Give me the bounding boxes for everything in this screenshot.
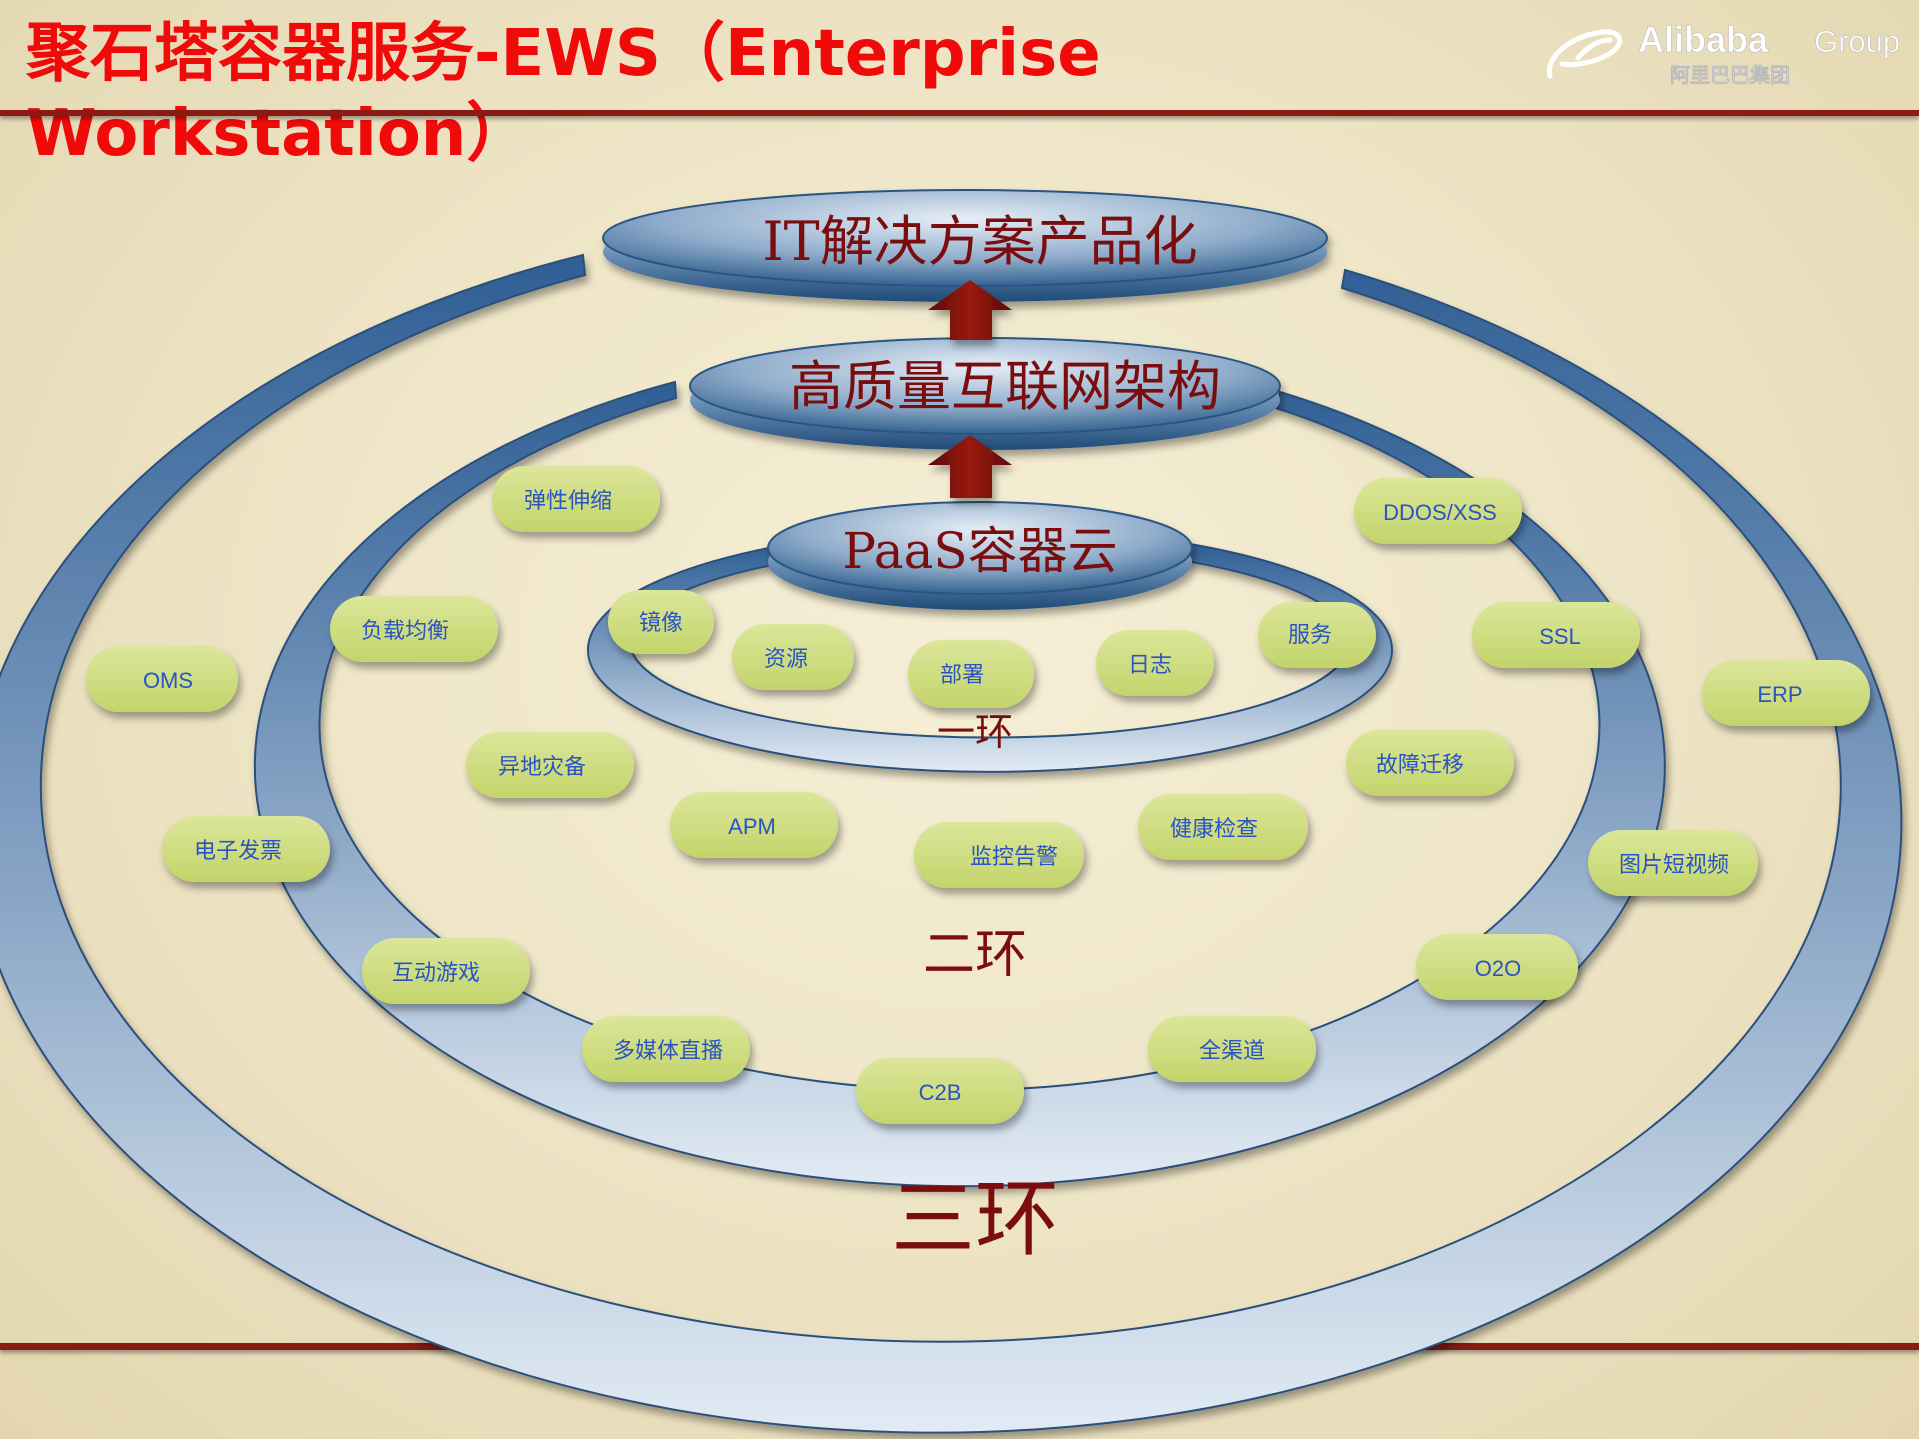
svg-text:弹性伸缩: 弹性伸缩 [524, 488, 612, 513]
svg-text:故障迁移: 故障迁移 [1376, 752, 1464, 777]
ring3-item: 全渠道 [1148, 1016, 1316, 1082]
ring1-item: 日志 [1096, 630, 1214, 696]
ring2-item: SSL [1472, 602, 1640, 668]
svg-text:全渠道: 全渠道 [1199, 1038, 1265, 1063]
header-divider [0, 110, 1919, 116]
ring2-item: 负载均衡 [330, 596, 498, 662]
svg-text:日志: 日志 [1128, 652, 1172, 677]
paas-label: PaaS容器云 [842, 522, 1117, 580]
ring2-item: 故障迁移 [1346, 730, 1514, 796]
ring-3 [0, 253, 1903, 1434]
solution-disc: IT解决方案产品化 [602, 189, 1328, 302]
svg-text:DDOS/XSS: DDOS/XSS [1383, 500, 1497, 525]
ring3-item: ERP [1702, 660, 1870, 726]
svg-text:服务: 服务 [1288, 622, 1332, 647]
arrow-up-icon [928, 435, 1012, 498]
ring-2-label: 二环 [923, 925, 1027, 985]
svg-text:资源: 资源 [764, 646, 808, 671]
svg-text:OMS: OMS [143, 668, 193, 693]
svg-text:健康检查: 健康检查 [1170, 816, 1258, 841]
svg-text:部署: 部署 [940, 662, 984, 687]
svg-text:互动游戏: 互动游戏 [392, 960, 480, 985]
svg-text:负载均衡: 负载均衡 [361, 618, 449, 643]
ring3-item: 电子发票 [162, 816, 330, 882]
svg-text:监控告警: 监控告警 [970, 844, 1058, 869]
ring1-item: 镜像 [608, 590, 714, 654]
ring1-item: 资源 [732, 624, 854, 690]
ring2-item: 健康检查 [1138, 794, 1308, 860]
paas-disc: PaaS容器云 [767, 501, 1193, 610]
ring-3-label: 三环 [891, 1170, 1059, 1268]
svg-text:SSL: SSL [1539, 624, 1581, 649]
ring3-item: OMS [86, 646, 238, 712]
ring3-items: OMS 电子发票 互动游戏 多媒体直播 C2B 全渠道 O2O 图片短视频 [86, 646, 1870, 1124]
ring3-item: C2B [856, 1058, 1024, 1124]
architecture-disc: 高质量互联网架构 [689, 337, 1281, 450]
ring2-item: 异地灾备 [466, 732, 634, 798]
ring1-item: 服务 [1258, 602, 1376, 668]
ring1-item: 部署 [908, 640, 1034, 708]
ring2-items: 弹性伸缩 负载均衡 异地灾备 APM 监控告警 健康检查 故障迁移 SSL [330, 466, 1640, 888]
svg-text:多媒体直播: 多媒体直播 [613, 1038, 723, 1063]
ring-1-label: 一环 [937, 710, 1013, 754]
svg-text:O2O: O2O [1475, 956, 1521, 981]
svg-text:异地灾备: 异地灾备 [498, 754, 586, 779]
svg-text:APM: APM [728, 814, 776, 839]
page-title: 聚石塔容器服务-EWS（Enterprise Workstation） [26, 17, 1101, 171]
logo-cn-text: 阿里巴巴集团 [1670, 63, 1790, 87]
ring3-item: 图片短视频 [1588, 830, 1758, 896]
arrow-up-icon [928, 280, 1012, 340]
ring2-item: 弹性伸缩 [492, 466, 660, 532]
logo-brand-text: Alibaba [1638, 19, 1769, 60]
ring3-item: 互动游戏 [362, 938, 530, 1004]
ring1-items: 镜像 资源 部署 日志 服务 [608, 590, 1376, 708]
ring3-item: 多媒体直播 [582, 1016, 750, 1082]
svg-text:镜像: 镜像 [639, 610, 683, 635]
ring3-item: O2O [1416, 934, 1578, 1000]
ring2-item: DDOS/XSS [1354, 478, 1522, 544]
ring-1 [587, 542, 1393, 773]
solution-label: IT解决方案产品化 [762, 210, 1197, 273]
logo-group-text: Group [1814, 24, 1900, 59]
architecture-label: 高质量互联网架构 [789, 355, 1221, 418]
svg-text:ERP: ERP [1757, 682, 1802, 707]
svg-text:图片短视频: 图片短视频 [1619, 852, 1729, 877]
svg-text:C2B: C2B [919, 1080, 962, 1105]
ring2-item: 监控告警 [914, 822, 1084, 888]
ring2-item: APM [670, 792, 838, 858]
alibaba-group-logo: Alibaba Group 阿里巴巴集团 [1546, 19, 1900, 87]
svg-text:电子发票: 电子发票 [194, 838, 282, 863]
